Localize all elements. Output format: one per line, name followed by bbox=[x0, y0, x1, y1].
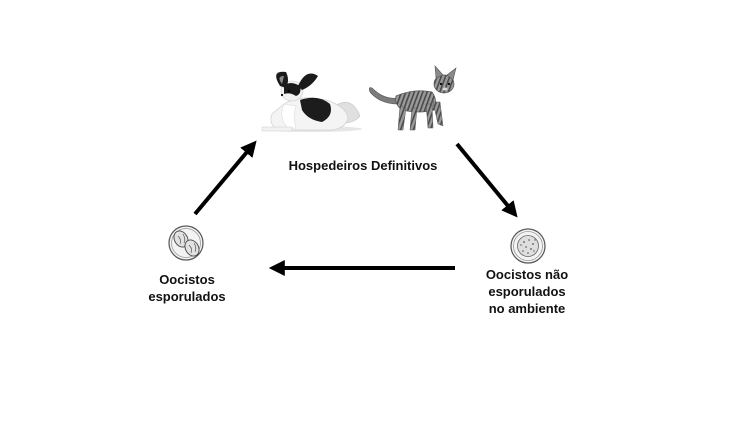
arrow-hosts-to-environment bbox=[455, 142, 518, 218]
dog-illustration bbox=[261, 71, 362, 132]
unsporulated-oocyst-image bbox=[510, 228, 546, 264]
sporulated-oocyst-image bbox=[168, 225, 204, 261]
unsporulated-oocysts-label: Oocistos não esporulados no ambiente bbox=[485, 267, 569, 316]
arrow-sporulated-to-hosts bbox=[193, 140, 257, 216]
cat-illustration bbox=[369, 65, 457, 131]
sporulated-oocysts-label: Oocistos esporulados bbox=[148, 272, 226, 304]
definitive-hosts-label: Hospedeiros Definitivos bbox=[288, 158, 438, 173]
